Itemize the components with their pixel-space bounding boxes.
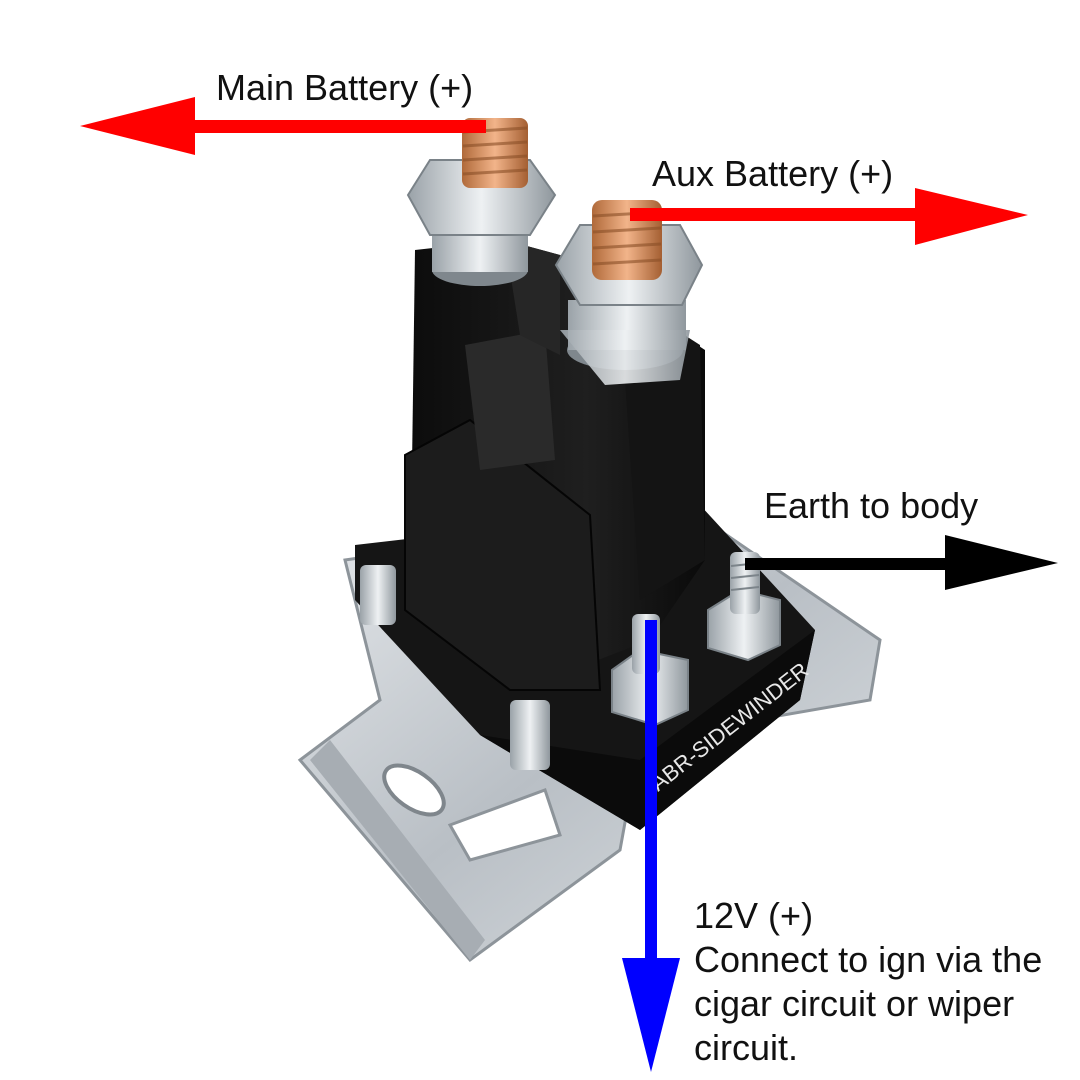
ignition-label-line: Connect to ign via the — [694, 939, 1043, 980]
ignition-label-line: 12V (+) — [694, 895, 814, 936]
aux-battery-arrow — [630, 188, 1028, 245]
bracket-slot — [382, 763, 446, 817]
clip-left — [360, 565, 396, 625]
earth-label: Earth to body — [764, 485, 979, 526]
aux-battery-terminal — [554, 200, 704, 385]
ignition-arrow — [622, 620, 680, 1072]
main-battery-terminal — [406, 118, 557, 286]
main-battery-arrow — [80, 97, 486, 155]
clip-right — [510, 700, 550, 770]
ignition-label-line: circuit. — [694, 1027, 799, 1068]
ignition-label: 12V (+) Connect to ign via the cigar cir… — [694, 894, 1042, 1070]
aux-battery-label: Aux Battery (+) — [652, 153, 894, 194]
earth-arrow — [745, 535, 1058, 590]
main-battery-label: Main Battery (+) — [216, 67, 474, 108]
ignition-label-line: cigar circuit or wiper — [694, 983, 1015, 1024]
